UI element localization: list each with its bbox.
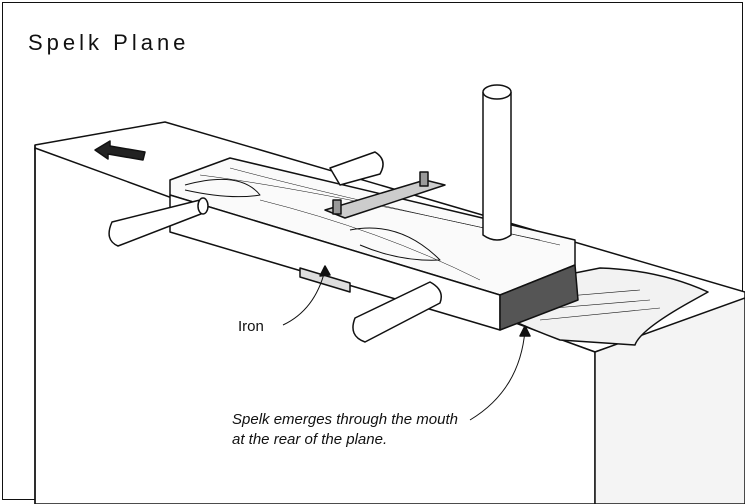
page-title: Spelk Plane	[28, 30, 190, 55]
leader-lines	[282, 265, 531, 421]
iron-label: Iron	[238, 318, 264, 335]
caption-text: Spelk emerges through the mouth at the r…	[232, 411, 458, 448]
iron-wedge-fitting	[324, 171, 446, 219]
direction-arrow-icon	[94, 140, 146, 161]
vertical-handle	[482, 84, 512, 241]
side-handles	[108, 151, 442, 343]
